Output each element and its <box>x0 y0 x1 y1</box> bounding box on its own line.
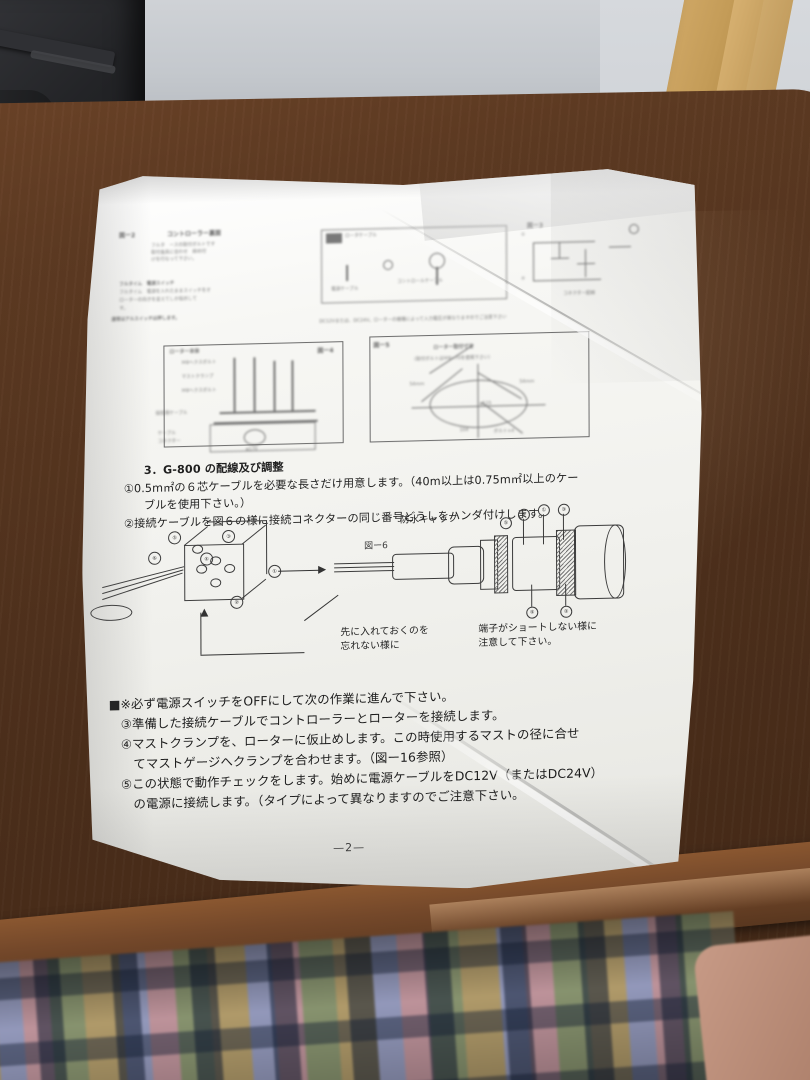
controller-lead <box>346 265 348 281</box>
fig6-pin-label-5: ⑤ <box>168 531 181 544</box>
connector-cube-edge <box>242 579 266 599</box>
fig4-callout-1: Ｍ8ヘクスボルト <box>181 360 217 367</box>
figure-2-title: コントローラー裏面 <box>167 230 222 239</box>
cable-sleeve <box>392 552 454 580</box>
figure-5-label: 図ー5 <box>373 342 390 350</box>
fig4-callout-5: ケーブル <box>157 431 176 437</box>
fig6r-pin-2: ② <box>560 606 572 618</box>
rotor-mast-line <box>291 360 293 412</box>
figure-6-label: 図ー6 <box>364 541 388 552</box>
fig6-pointer-diag <box>304 595 338 621</box>
fig6-pointer-h <box>200 652 304 656</box>
fig6-pin-label-2: ② <box>230 596 243 609</box>
connector-end-face <box>604 524 626 599</box>
fig3-pin-a: ① <box>520 232 526 238</box>
controller-port <box>326 233 342 243</box>
controller-inner-label-2: 電源ケーブル <box>331 286 359 293</box>
pin-leader <box>543 514 544 544</box>
fig6-note-right-2: 注意して下さい。 <box>478 635 558 649</box>
connector-barrel <box>512 536 560 591</box>
fig5-dim-2: 54mm <box>519 379 535 385</box>
instruction-manual-page: 図ー2 コントローラー裏面 フルタ ースの取付ボルトです 取付金具に合わせ 締め… <box>81 160 703 897</box>
paper-topright-shadow <box>551 160 702 384</box>
waterproof-cap-label: 防水キャップ <box>399 513 458 526</box>
foreground-object <box>692 933 810 1080</box>
fig5-dim-3: φ115 <box>479 401 492 407</box>
wire-strand <box>334 570 394 572</box>
fig5-dim-5: ボルト×4 <box>493 428 515 435</box>
fig6-arrow-head <box>318 566 326 574</box>
fig6-pin-label-3: ③ <box>222 530 235 543</box>
pin-leader <box>523 519 524 545</box>
fig6-pointer-v <box>200 613 201 655</box>
waterproof-cap-body <box>448 546 484 585</box>
rotor-mast-line <box>233 358 235 414</box>
pin-leader <box>563 514 564 540</box>
wire-strand <box>334 562 394 564</box>
fig6-arrow-line <box>278 570 320 572</box>
figure-4-title: ローター本体 <box>169 348 200 356</box>
connector-cube-side <box>266 520 267 574</box>
fig5-dim-4: 104 <box>459 428 469 434</box>
rotor-mast-line <box>253 357 255 413</box>
fig6-pointer-head <box>200 609 208 617</box>
fig4-callout-3: Ｍ8ヘクスボルト <box>181 388 217 395</box>
fig4-callout-6: コネクター <box>157 439 181 445</box>
controller-inner-label-3: コントロールケーブル <box>397 278 443 285</box>
fig3-pin-b: ④ <box>521 276 526 282</box>
fig4-callout-2: マストクランプ <box>181 374 214 381</box>
controller-inner-label-1: ロータケーブル <box>344 233 377 240</box>
fig5-dim-1: 54mm <box>409 382 425 388</box>
figure-2-footnote: DC12Vまたは、DC24V。ローターの機種によって入力電圧が異なりますのでご注… <box>319 315 507 325</box>
fig6-note-left-2: 忘れない様に <box>340 639 400 653</box>
wire-strand <box>334 566 394 568</box>
fig6r-pin-4: ④ <box>526 606 538 618</box>
pin-leader <box>531 585 532 607</box>
fig6r-pin-5: ⑤ <box>500 517 512 529</box>
fig4-callout-4: 接続用ケーブル <box>155 410 188 417</box>
pin-leader <box>565 584 566 606</box>
fig3-wire <box>533 242 534 280</box>
knurled-ring <box>494 535 508 593</box>
rotor-mast-line <box>273 361 275 413</box>
figure-4-label: 図ー4 <box>317 347 334 355</box>
